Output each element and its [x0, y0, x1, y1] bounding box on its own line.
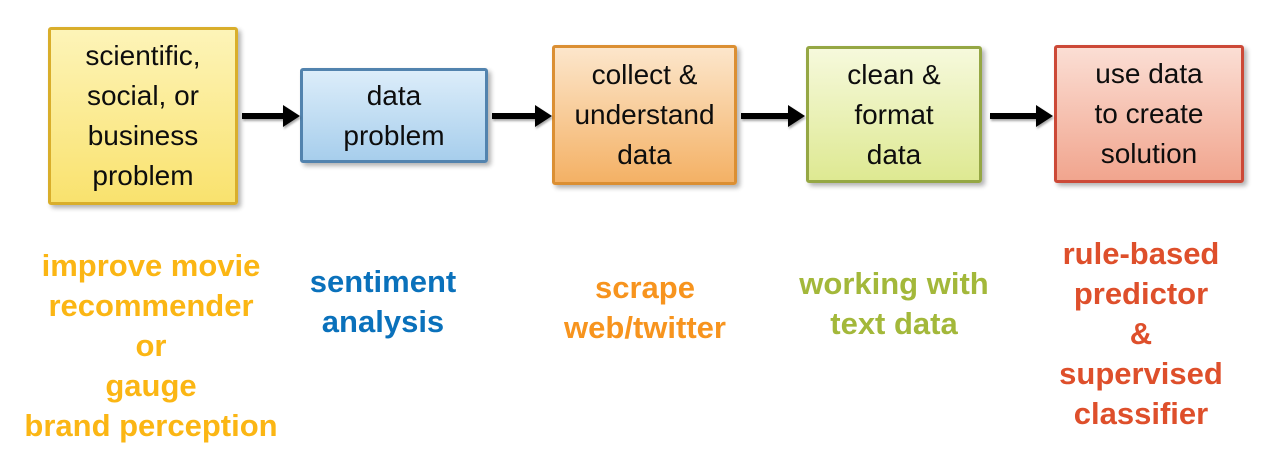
stage-box-text: use data to create solution [1094, 58, 1204, 169]
arrow-shaft [492, 113, 537, 119]
arrow-head-icon [283, 105, 300, 127]
stage-box-data-problem: data problem [300, 68, 488, 163]
stage-box-collect-data: collect & understand data [552, 45, 737, 185]
stage-example-label-sentiment-analysis: sentiment analysis [309, 264, 457, 339]
arrow-shaft [990, 113, 1038, 119]
stage-box-create-solution: use data to create solution [1054, 45, 1244, 183]
arrow-head-icon [1036, 105, 1053, 127]
stage-box-text: clean & format data [847, 58, 941, 170]
arrow-head-icon [535, 105, 552, 127]
arrow-head-icon [788, 105, 805, 127]
stage-example-label-scrape-web: scrape web/twitter [564, 270, 726, 345]
stage-box-clean-data: clean & format data [806, 46, 982, 183]
stage-box-text: scientific, social, or business problem [85, 40, 201, 191]
stage-example-label-text-data: working with text data [799, 266, 989, 341]
stage-box-source-problem: scientific, social, or business problem [48, 27, 238, 205]
stage-box-text: collect & understand data [574, 59, 715, 170]
stage-box-text: data problem [343, 79, 445, 151]
arrow-shaft [242, 113, 285, 119]
stage-example-label-movie-recommender: improve movie recommender or gauge brand… [24, 248, 278, 443]
arrow-shaft [741, 113, 790, 119]
stage-example-label-classifier: rule-based predictor & supervised classi… [1059, 236, 1223, 431]
